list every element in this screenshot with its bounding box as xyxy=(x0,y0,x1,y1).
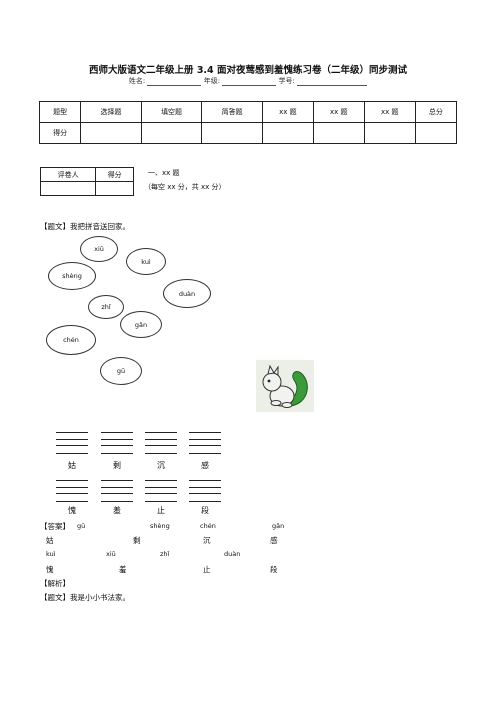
grid-character: 沉 xyxy=(157,461,165,470)
score-cell[interactable] xyxy=(201,122,263,144)
writing-grid[interactable] xyxy=(145,432,177,454)
grid-character: 姑 xyxy=(68,461,76,470)
student-info-line: 姓名: 年级: 学号: xyxy=(0,76,496,86)
score-cell[interactable] xyxy=(363,122,416,144)
grader-score-label: 得分 xyxy=(95,167,134,182)
question-prompt: 【题文】我是小小书法家。 xyxy=(40,593,130,602)
answer-character: 羞 xyxy=(119,565,127,574)
number-blank[interactable] xyxy=(297,78,368,86)
pinyin-bubble: gǎn xyxy=(120,311,162,338)
grid-character: 愧 xyxy=(68,506,76,515)
grader-table: 评卷人 得分 xyxy=(39,167,134,196)
pinyin-bubble: zhǐ xyxy=(88,295,124,319)
writing-grid[interactable] xyxy=(56,432,88,454)
answer-character: 沉 xyxy=(203,536,211,545)
answer-pinyin: shèng xyxy=(150,522,170,530)
answer-character: 段 xyxy=(270,565,278,574)
squirrel-illustration xyxy=(256,360,314,412)
score-label-cell: 得分 xyxy=(38,122,82,144)
header-cell: 题型 xyxy=(38,101,82,123)
pinyin-bubble: duàn xyxy=(163,279,211,308)
answer-pinyin: gǎn xyxy=(272,522,285,530)
answer-pinyin: xiū xyxy=(106,550,116,558)
writing-grid[interactable] xyxy=(101,480,133,502)
grader-cell[interactable] xyxy=(39,181,97,196)
header-cell: xx 题 xyxy=(312,101,365,123)
question-prompt: 【题文】我把拼音送回家。 xyxy=(40,222,130,231)
answer-pinyin: gū xyxy=(77,522,86,530)
writing-grid[interactable] xyxy=(56,480,88,502)
writing-grid[interactable] xyxy=(101,432,133,454)
answer-character: 姑 xyxy=(46,536,54,545)
analysis-label: 【解析】 xyxy=(40,579,70,588)
grid-character: 段 xyxy=(201,506,209,515)
answer-character: 止 xyxy=(203,565,211,574)
grade-label: 年级: xyxy=(203,77,221,85)
score-cell[interactable] xyxy=(312,122,365,144)
answer-pinyin: chén xyxy=(200,522,216,530)
pinyin-bubble: xiū xyxy=(80,236,118,262)
header-cell: xx 题 xyxy=(261,101,314,123)
grid-character: 感 xyxy=(201,461,209,470)
number-label: 学号: xyxy=(278,77,295,85)
score-cell[interactable] xyxy=(261,122,314,144)
grid-character: 剩 xyxy=(113,461,121,470)
writing-grid[interactable] xyxy=(189,432,221,454)
pinyin-bubble: kuì xyxy=(126,248,166,275)
grader-label: 评卷人 xyxy=(39,167,97,182)
answer-character: 愧 xyxy=(46,565,54,574)
section-note: （每空 xx 分，共 xx 分） xyxy=(144,183,226,191)
pinyin-bubble: chén xyxy=(46,325,96,355)
header-cell: 选择题 xyxy=(80,101,142,123)
answer-pinyin: duàn xyxy=(224,550,241,558)
answer-label: 【答案】 xyxy=(40,522,70,531)
header-cell: 简答题 xyxy=(201,101,263,123)
header-cell: xx 题 xyxy=(363,101,416,123)
answer-character: 剩 xyxy=(133,536,141,545)
answer-pinyin: kuì xyxy=(46,550,56,558)
pinyin-bubble: gū xyxy=(100,357,142,385)
header-cell: 填空题 xyxy=(140,101,203,123)
section-heading: 一、xx 题 xyxy=(148,169,180,177)
grade-blank[interactable] xyxy=(222,78,277,86)
score-cell[interactable] xyxy=(140,122,203,144)
pinyin-bubble: shèng xyxy=(48,262,96,290)
score-cell[interactable] xyxy=(80,122,142,144)
page-title: 西师大版语文二年级上册 3.4 面对夜莺感到羞愧练习卷（二年级）同步测试 xyxy=(89,65,407,76)
grader-score-cell[interactable] xyxy=(95,181,134,196)
header-cell: 总分 xyxy=(414,101,458,123)
grid-character: 止 xyxy=(157,506,165,515)
writing-grid[interactable] xyxy=(189,480,221,502)
score-table: 题型 选择题 填空题 简答题 xx 题 xx 题 xx 题 总分 得分 xyxy=(38,101,458,144)
score-cell[interactable] xyxy=(414,122,458,144)
writing-grid[interactable] xyxy=(145,480,177,502)
answer-pinyin: zhǐ xyxy=(160,550,170,558)
name-label: 姓名: xyxy=(128,77,146,85)
name-blank[interactable] xyxy=(147,78,202,86)
grid-character: 羞 xyxy=(113,506,121,515)
answer-character: 感 xyxy=(270,536,278,545)
